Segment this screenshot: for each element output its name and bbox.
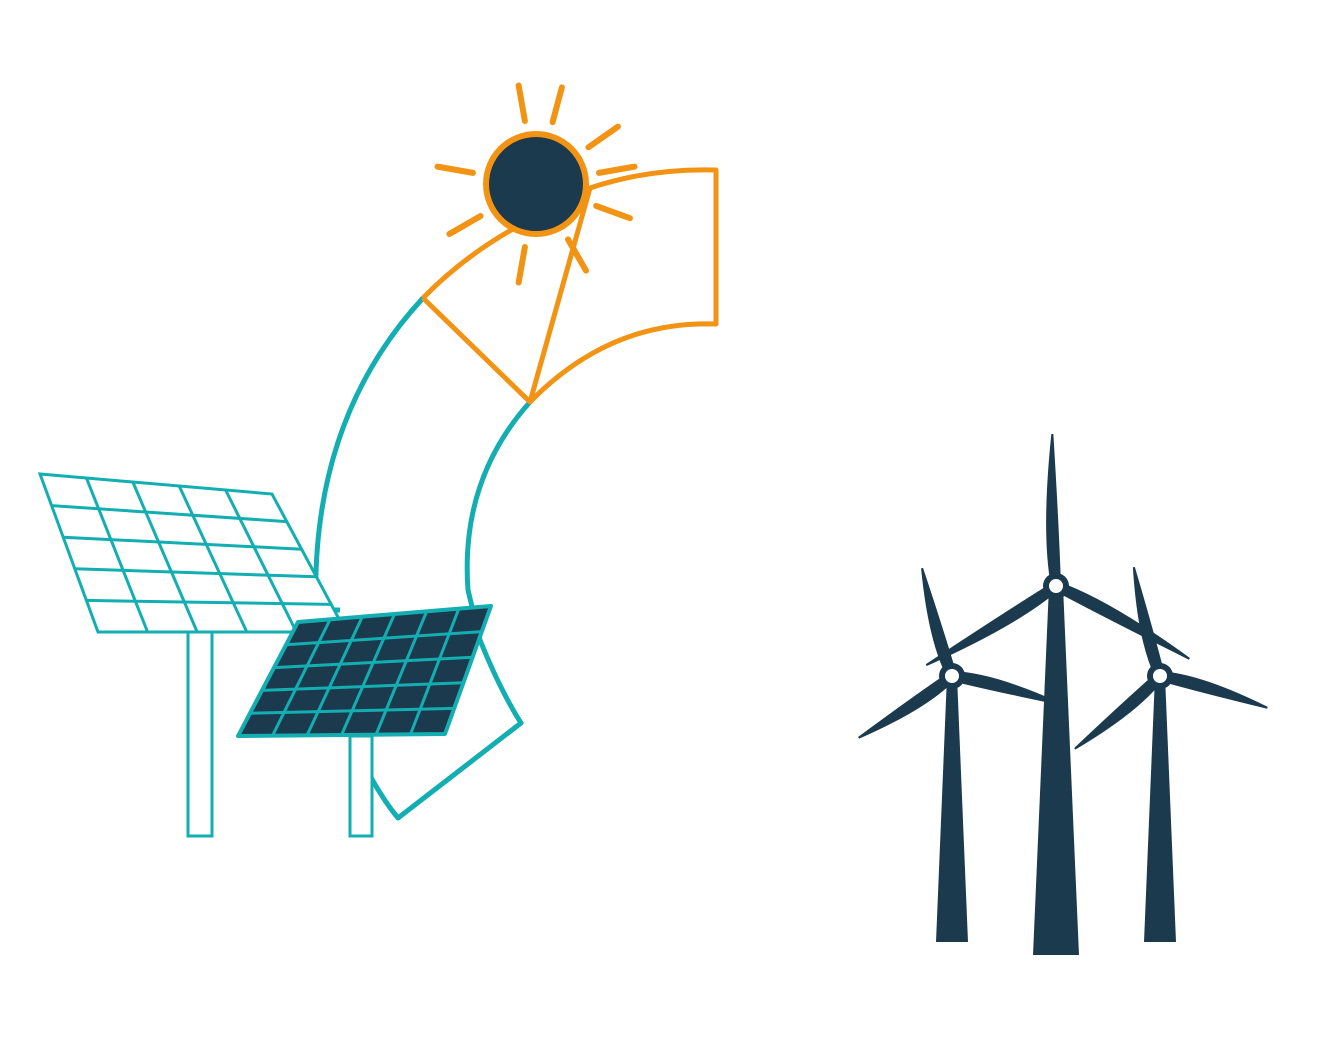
turbine-right bbox=[1074, 566, 1268, 942]
filled-panel-gridline bbox=[340, 613, 396, 736]
outline-panel-gridline bbox=[74, 567, 317, 579]
outline-panel-gridline bbox=[86, 598, 332, 606]
filled-panel-gridline bbox=[261, 681, 464, 692]
outline-panel-post bbox=[186, 628, 214, 838]
arc-teal-band bbox=[313, 296, 532, 821]
sun-ray bbox=[565, 236, 589, 274]
wind-turbine-icon bbox=[858, 434, 1268, 955]
turbine-hub-center bbox=[945, 669, 959, 683]
turbine-blade bbox=[1132, 566, 1165, 678]
sun-ray bbox=[593, 202, 633, 222]
turbine-center bbox=[925, 434, 1190, 955]
sun-ray bbox=[446, 213, 484, 237]
sun-ray bbox=[549, 84, 565, 126]
turbine-tower bbox=[936, 676, 968, 942]
solar-panel-filled-icon bbox=[236, 604, 493, 838]
turbine-blade bbox=[950, 671, 1061, 705]
outline-panel-gridline bbox=[177, 485, 249, 633]
turbine-hub-center bbox=[1153, 669, 1167, 683]
sun-ray bbox=[434, 163, 476, 176]
outline-panel-gridline bbox=[85, 477, 149, 633]
filled-panel-gridline bbox=[249, 706, 455, 715]
filled-panel-gridline bbox=[305, 616, 364, 736]
arc-orange-band bbox=[421, 167, 719, 405]
outline-panel-frame bbox=[37, 472, 349, 634]
filled-panel-post bbox=[348, 734, 374, 838]
outline-panel-gridline bbox=[51, 504, 287, 524]
sun-icon bbox=[434, 82, 638, 286]
sun-ray bbox=[585, 123, 621, 151]
turbine-blade bbox=[925, 581, 1059, 667]
turbine-blade bbox=[1053, 581, 1190, 660]
outline-panel-gridline bbox=[224, 489, 298, 633]
turbine-blade bbox=[1074, 672, 1164, 750]
sun-ray bbox=[515, 244, 528, 286]
sun-disc bbox=[483, 131, 589, 237]
turbine-tower bbox=[1144, 676, 1176, 942]
turbine-blade bbox=[858, 671, 955, 739]
sun-ray bbox=[596, 163, 638, 176]
turbine-hub-center bbox=[1049, 579, 1063, 593]
outline-panel-gridline bbox=[131, 481, 199, 633]
filled-panel-gridline bbox=[271, 618, 332, 737]
turbine-blade bbox=[1158, 671, 1268, 709]
solar-panel-outline-icon bbox=[37, 472, 349, 838]
turbine-left bbox=[858, 567, 1061, 942]
sun-ray bbox=[515, 82, 528, 124]
turbine-blade bbox=[1046, 434, 1061, 587]
arc-orange-divider bbox=[421, 296, 532, 404]
filled-panel-gridline bbox=[374, 610, 429, 736]
turbine-blade bbox=[921, 567, 957, 678]
filled-panel-gridline bbox=[285, 630, 482, 647]
filled-panel-gridline bbox=[273, 655, 473, 670]
filled-panel-gridline bbox=[409, 608, 461, 735]
turbine-tower bbox=[1033, 586, 1079, 955]
outline-panel-gridline bbox=[63, 535, 302, 551]
